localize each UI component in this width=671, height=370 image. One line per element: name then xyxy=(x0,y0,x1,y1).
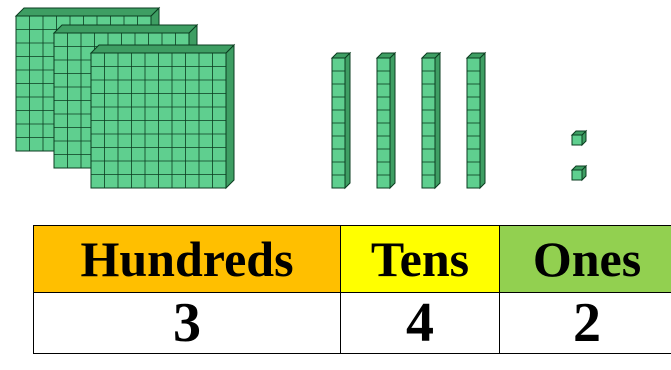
one-cube-2 xyxy=(572,166,586,180)
ten-rod-4 xyxy=(467,53,485,188)
tens-value: 4 xyxy=(341,293,500,354)
ten-rod-1 xyxy=(332,53,350,188)
hundred-flat-3 xyxy=(91,45,234,188)
ones-header: Ones xyxy=(500,226,671,293)
hundreds-header: Hundreds xyxy=(34,226,341,293)
tens-header: Tens xyxy=(341,226,500,293)
place-value-table: Hundreds Tens Ones 3 4 2 xyxy=(33,225,671,354)
value-row: 3 4 2 xyxy=(34,293,671,354)
one-cube-1 xyxy=(572,131,586,145)
hundreds-value: 3 xyxy=(34,293,341,354)
ones-value: 2 xyxy=(500,293,671,354)
base-ten-blocks xyxy=(0,0,671,210)
ten-rod-2 xyxy=(377,53,395,188)
ten-rod-3 xyxy=(422,53,440,188)
header-row: Hundreds Tens Ones xyxy=(34,226,671,293)
